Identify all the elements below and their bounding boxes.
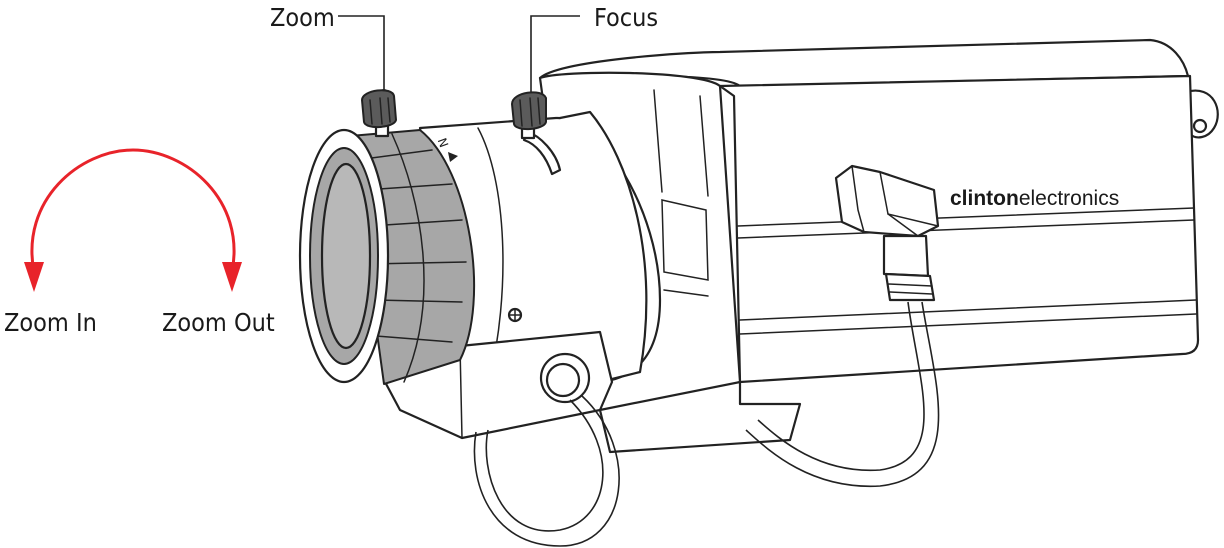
curved-double-arrow-icon <box>24 148 242 292</box>
index-triangle-icon <box>448 152 458 162</box>
focus-leader-line <box>530 15 580 94</box>
zoom-leader-line <box>338 15 385 92</box>
power-connector <box>745 164 940 487</box>
zoom-out-label: Zoom Out <box>162 308 275 337</box>
camera-housing <box>538 38 1219 454</box>
zoom-ring <box>298 128 476 385</box>
focus-callout-label: Focus <box>594 3 658 32</box>
focus-knob <box>511 91 547 140</box>
zoom-knob <box>361 89 397 138</box>
zoom-callout-label: Zoom <box>270 3 335 32</box>
brand-logo: clintonelectronics <box>950 187 1119 210</box>
zoom-in-label: Zoom In <box>4 308 97 337</box>
